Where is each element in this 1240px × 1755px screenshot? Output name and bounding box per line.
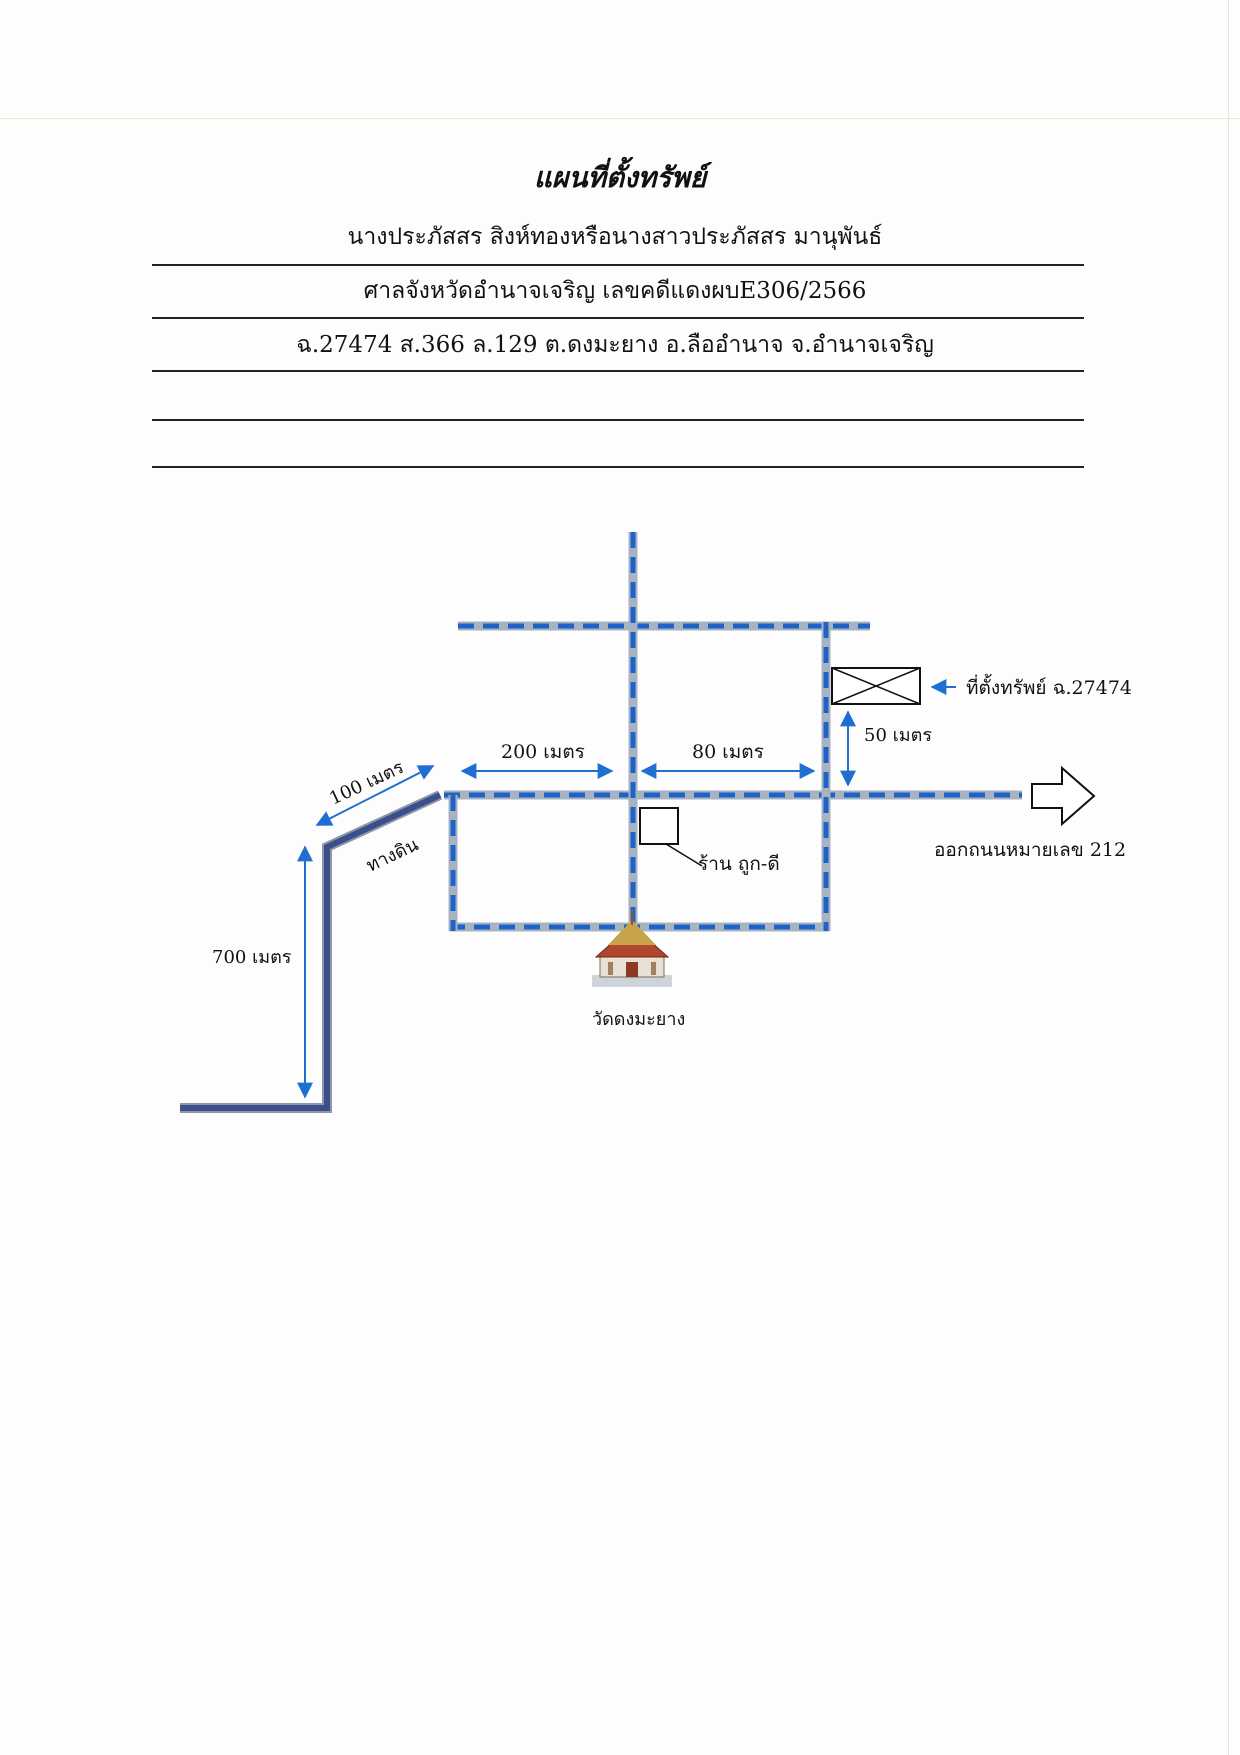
court-line: ศาลจังหวัดอำนาจเจริญ เลขคดีแดงผบE306/256… (363, 278, 867, 304)
label-exit-road: ออกถนนหมายเลข 212 (934, 839, 1126, 861)
exit-arrow-icon (1031, 765, 1096, 827)
distance-arrows (297, 679, 956, 1099)
label-shop: ร้าน ถูก-ดี (698, 853, 780, 875)
arrow-100m (315, 765, 435, 826)
label-100m: 100 เมตร (326, 757, 407, 810)
right-edge-line (1228, 0, 1229, 1755)
label-50m: 50 เมตร (864, 725, 932, 746)
rule-3 (152, 370, 1084, 372)
label-200m: 200 เมตร (501, 741, 585, 763)
property-label: ที่ตั้งทรัพย์ ฉ.27474 (966, 674, 1132, 699)
rule-1 (152, 264, 1084, 266)
document-title: แผนที่ตั้งทรัพย์ (533, 161, 707, 194)
rule-4 (152, 419, 1084, 421)
label-700m: 700 เมตร (212, 947, 292, 968)
road-network (444, 532, 1022, 932)
temple-icon (592, 910, 672, 987)
rule-2 (152, 317, 1084, 319)
top-border-line (0, 118, 1240, 119)
property-box-icon (831, 667, 921, 705)
label-dirt-road: ทางดิน (363, 834, 422, 876)
deed-line: ฉ.27474 ส.366 ล.129 ต.ดงมะยาง อ.ลืออำนาจ… (296, 332, 934, 358)
shop-box-icon (639, 807, 703, 867)
label-80m: 80 เมตร (692, 741, 764, 763)
label-temple: วัดดงมะยาง (592, 1009, 685, 1030)
owner-line: นางประภัสสร สิงห์ทองหรือนางสาวประภัสสร ม… (347, 224, 883, 250)
rule-5 (152, 466, 1084, 468)
